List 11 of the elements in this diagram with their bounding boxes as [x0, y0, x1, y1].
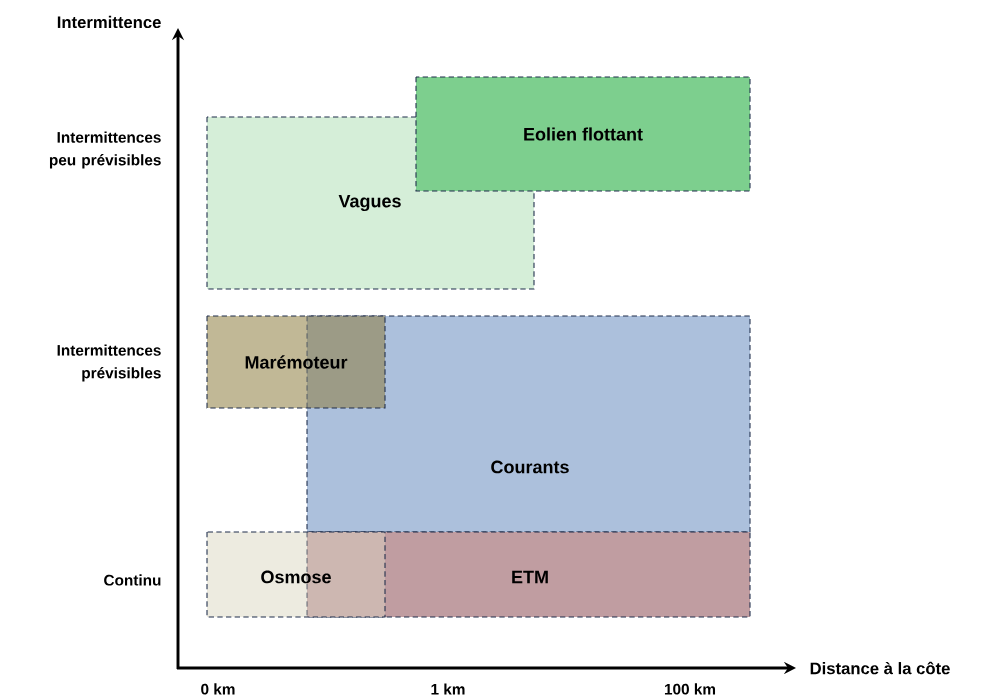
range-box: Osmose: [206, 531, 386, 618]
axis-label: Intermittence: [57, 15, 161, 29]
axis-label: Intermittences peu prévisibles: [49, 131, 161, 169]
axis-label: 1 km: [431, 683, 465, 695]
range-box: Eolien flottant: [415, 76, 751, 192]
axis-label: Intermittences prévisibles: [57, 344, 161, 382]
range-box: Marémoteur: [206, 315, 386, 409]
axis-label: 0 km: [201, 683, 235, 695]
axis-label: Distance à la côte: [810, 661, 950, 675]
axis-label: Continu: [104, 574, 161, 586]
axis-label: 100 km: [664, 683, 715, 695]
